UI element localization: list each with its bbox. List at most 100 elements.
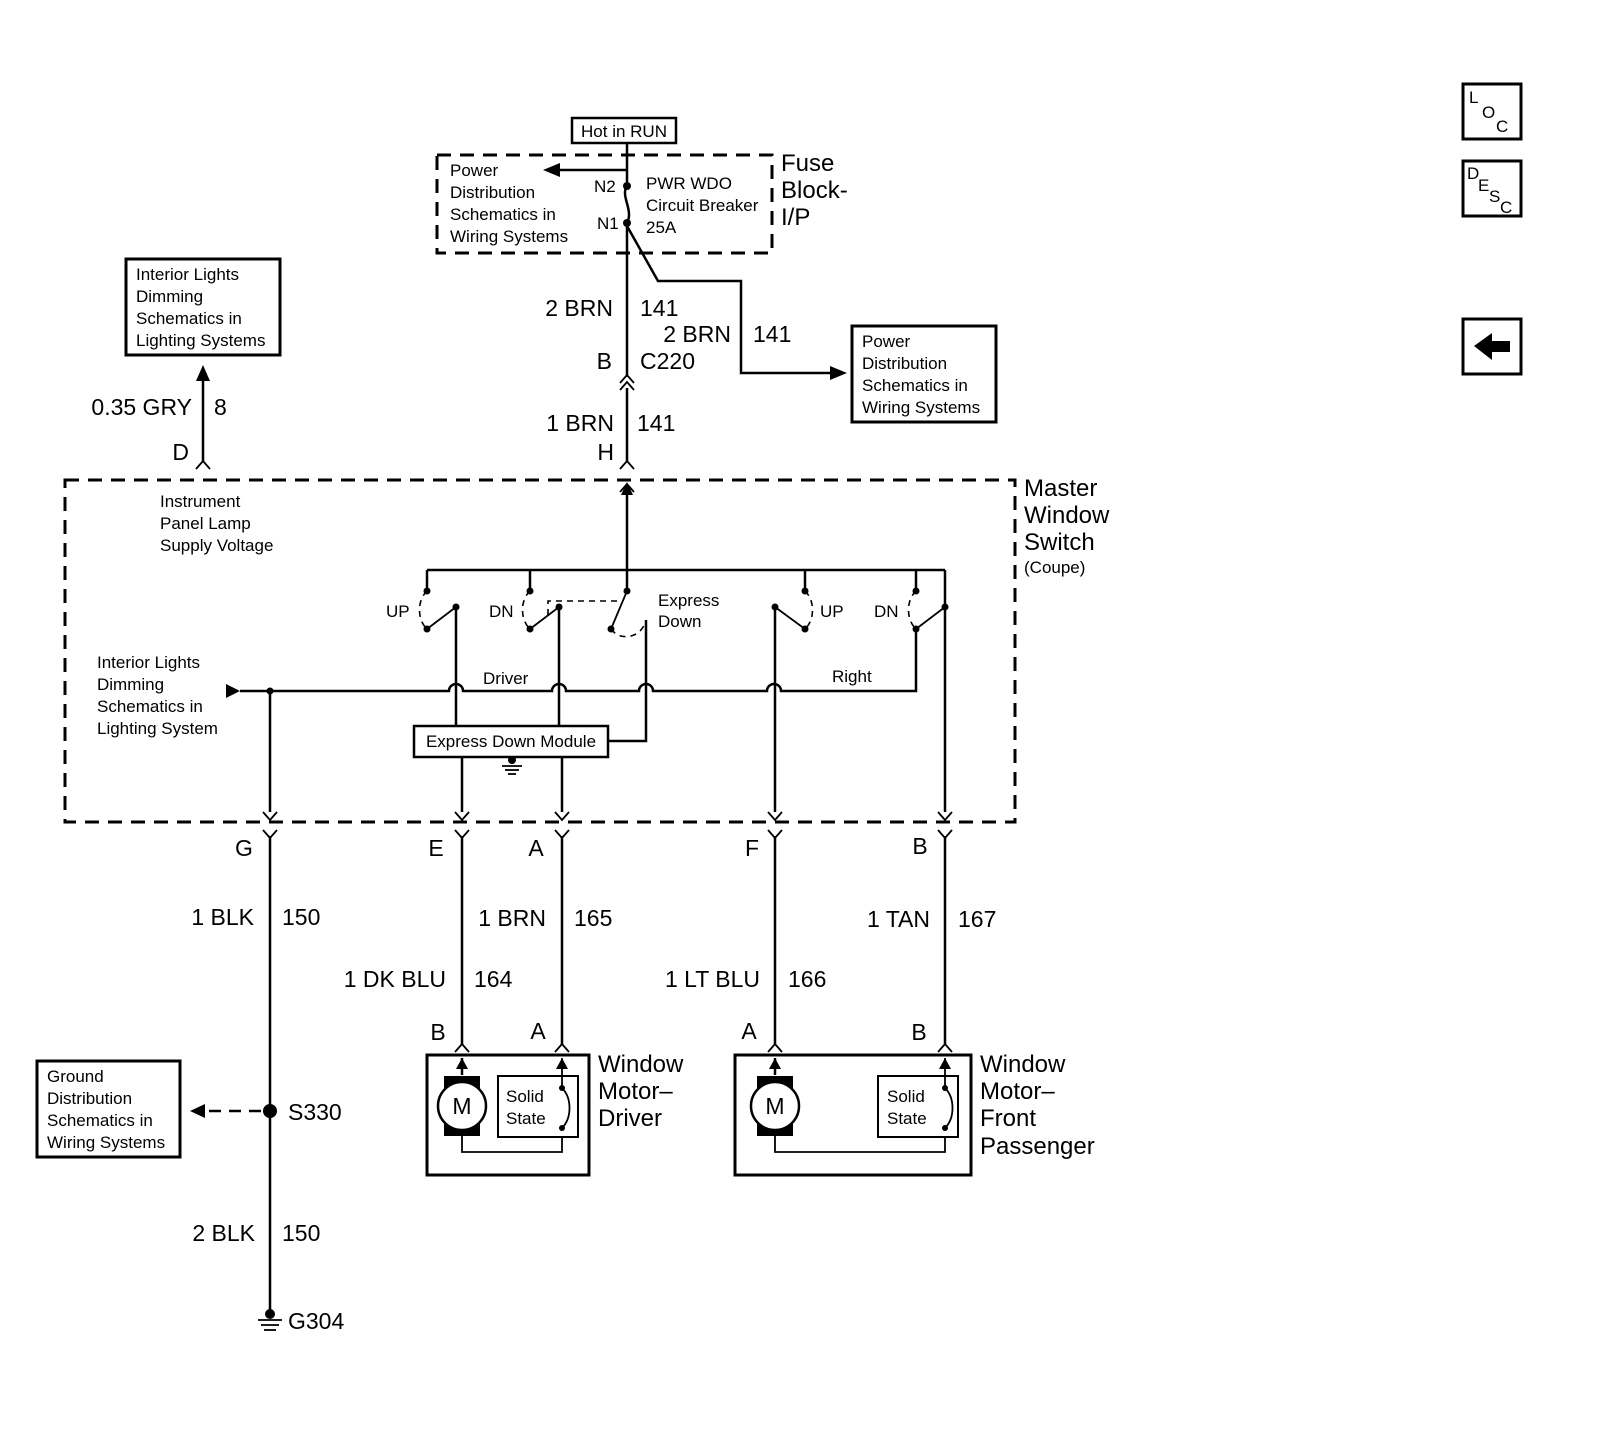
svg-text:Driver: Driver xyxy=(598,1105,662,1132)
svg-text:Distribution: Distribution xyxy=(862,354,947,373)
svg-text:Fuse: Fuse xyxy=(781,150,834,177)
svg-text:DN: DN xyxy=(874,602,899,621)
arrow-left-icon xyxy=(543,163,560,177)
connector-bottom-letters: G E A F B xyxy=(235,833,928,861)
wire-label-lamp-supply: 0.35 GRY 8 xyxy=(91,394,226,420)
fuse-block-label: Fuse Block- I/P xyxy=(781,150,848,231)
svg-text:Lighting Systems: Lighting Systems xyxy=(136,331,265,350)
svg-text:I/P: I/P xyxy=(781,204,810,231)
svg-text:0.35 GRY: 0.35 GRY xyxy=(91,394,192,420)
svg-text:Schematics in: Schematics in xyxy=(97,697,203,716)
svg-text:A: A xyxy=(530,1018,546,1044)
wire-label-feed-lower: 1 BRN 141 xyxy=(546,410,675,436)
svg-text:DN: DN xyxy=(489,602,514,621)
svg-text:166: 166 xyxy=(788,966,826,992)
svg-text:M: M xyxy=(452,1093,471,1119)
svg-text:Window: Window xyxy=(598,1051,684,1078)
svg-text:Express: Express xyxy=(658,591,719,610)
svg-text:150: 150 xyxy=(282,904,320,930)
svg-text:Motor–: Motor– xyxy=(598,1078,673,1105)
svg-text:1 BRN: 1 BRN xyxy=(546,410,614,436)
wire-label-driver-e: 1 DK BLU 164 xyxy=(344,966,513,992)
express-down-module: Express Down Module xyxy=(412,724,610,759)
svg-text:Driver: Driver xyxy=(483,669,529,688)
svg-text:Supply Voltage: Supply Voltage xyxy=(160,536,273,555)
svg-text:G304: G304 xyxy=(288,1308,344,1334)
svg-text:Solid: Solid xyxy=(506,1087,544,1106)
svg-text:Switch: Switch xyxy=(1024,529,1095,556)
desc-button[interactable]: D E S C xyxy=(1461,159,1523,218)
svg-text:H: H xyxy=(597,439,614,465)
svg-text:Wiring Systems: Wiring Systems xyxy=(862,398,980,417)
fuse-block-ip: Power Distribution Schematics in Wiring … xyxy=(435,153,774,255)
motor-connector-letters: B A A B xyxy=(430,1018,953,1053)
svg-text:C: C xyxy=(1496,117,1508,136)
svg-text:2 BRN: 2 BRN xyxy=(663,321,731,347)
interior-lights-ref-inside: Interior Lights Dimming Schematics in Li… xyxy=(97,653,218,738)
svg-text:Passenger: Passenger xyxy=(980,1133,1095,1160)
svg-text:Lighting System: Lighting System xyxy=(97,719,218,738)
svg-text:Front: Front xyxy=(980,1105,1036,1132)
svg-text:N2: N2 xyxy=(594,177,616,196)
wire-label-feed-upper: 2 BRN 141 xyxy=(545,295,678,321)
svg-text:Schematics in: Schematics in xyxy=(862,376,968,395)
lamp-supply-note: Instrument Panel Lamp Supply Voltage xyxy=(160,492,273,555)
svg-text:S: S xyxy=(1489,187,1500,206)
svg-text:B: B xyxy=(911,1019,926,1045)
svg-text:L: L xyxy=(1469,88,1478,107)
arrow-right-small-icon xyxy=(226,684,240,698)
switch-dn-right: DN xyxy=(874,570,949,633)
svg-text:M: M xyxy=(765,1093,784,1119)
svg-text:N1: N1 xyxy=(597,214,619,233)
svg-text:Distribution: Distribution xyxy=(47,1089,132,1108)
svg-text:D: D xyxy=(172,439,189,465)
switch-dn-driver: DN xyxy=(489,570,563,633)
svg-text:141: 141 xyxy=(753,321,791,347)
svg-text:O: O xyxy=(1482,103,1495,122)
connector-c220: B C220 xyxy=(597,348,695,391)
module-ground-icon xyxy=(502,756,522,775)
svg-text:E: E xyxy=(428,835,443,861)
svg-text:B: B xyxy=(430,1019,445,1045)
svg-text:25A: 25A xyxy=(646,218,677,237)
window-motor-passenger-label: Window Motor– Front Passenger xyxy=(980,1051,1095,1160)
hot-in-run-box: Hot in RUN xyxy=(570,116,678,145)
svg-text:State: State xyxy=(887,1109,927,1128)
left-arrow-icon xyxy=(1474,333,1510,360)
lighting-ref-top: Interior Lights Dimming Schematics in Li… xyxy=(124,257,282,357)
svg-text:E: E xyxy=(1478,176,1489,195)
svg-text:Distribution: Distribution xyxy=(450,183,535,202)
svg-text:1 BLK: 1 BLK xyxy=(191,904,254,930)
svg-text:Panel Lamp: Panel Lamp xyxy=(160,514,251,533)
svg-text:1 BRN: 1 BRN xyxy=(478,905,546,931)
svg-text:141: 141 xyxy=(640,295,678,321)
svg-text:Wiring Systems: Wiring Systems xyxy=(47,1133,165,1152)
svg-text:Right: Right xyxy=(832,667,872,686)
svg-text:D: D xyxy=(1467,164,1479,183)
svg-text:(Coupe): (Coupe) xyxy=(1024,558,1085,577)
svg-text:G: G xyxy=(235,835,253,861)
arrow-up-icon xyxy=(196,365,210,381)
wire-label-driver-a: 1 BRN 165 xyxy=(478,905,612,931)
loc-button[interactable]: L O C xyxy=(1461,82,1523,141)
svg-text:UP: UP xyxy=(386,602,410,621)
svg-text:C220: C220 xyxy=(640,348,695,374)
svg-text:A: A xyxy=(528,835,544,861)
svg-text:Express Down Module: Express Down Module xyxy=(426,732,596,751)
svg-text:Window: Window xyxy=(1024,502,1110,529)
svg-text:1 DK BLU: 1 DK BLU xyxy=(344,966,446,992)
connector-bottom-marks xyxy=(262,811,953,840)
svg-text:167: 167 xyxy=(958,906,996,932)
svg-text:UP: UP xyxy=(820,602,844,621)
circuit-breaker-symbol xyxy=(623,185,631,224)
svg-text:165: 165 xyxy=(574,905,612,931)
switch-up-right: UP xyxy=(771,570,844,633)
arrow-left-small-icon xyxy=(190,1104,205,1118)
window-motor-passenger: M Solid State xyxy=(733,1053,973,1177)
svg-text:2 BLK: 2 BLK xyxy=(192,1220,255,1246)
svg-text:Dimming: Dimming xyxy=(97,675,164,694)
back-button[interactable] xyxy=(1461,317,1523,376)
wire-label-ground-lower: 2 BLK 150 xyxy=(192,1220,320,1246)
svg-text:164: 164 xyxy=(474,966,513,992)
